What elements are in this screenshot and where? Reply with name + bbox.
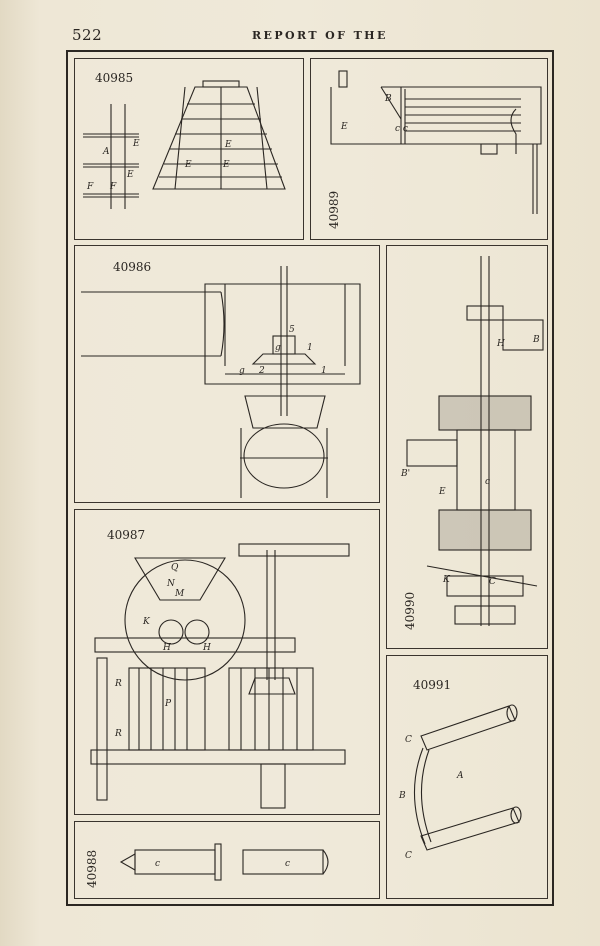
figure-40991-label-c2: C (405, 851, 412, 861)
figure-40989-label-e: E (340, 122, 348, 132)
figure-40991-label-b: B (398, 791, 406, 801)
figure-40986-number: 40986 (113, 260, 152, 274)
figure-40988-drawing: c c (119, 843, 329, 881)
figure-40990-label-c2: C (489, 577, 496, 587)
figure-40990-label-e: E (438, 487, 446, 497)
figure-40990-label-h: H (496, 339, 505, 349)
figure-40990-label-b: B (532, 335, 540, 345)
figure-40987-label-q: Q (171, 563, 179, 573)
figure-40985-label-e5: E (184, 160, 192, 170)
figure-40987-number: 40987 (107, 528, 146, 542)
figure-40988-label-c2: c (285, 859, 290, 869)
figure-40985-label-f2: F (109, 182, 117, 192)
figure-40991-drawing: C A B C (398, 704, 522, 861)
page-number: 522 (72, 26, 103, 44)
figure-40987-label-m: M (174, 589, 185, 599)
figure-40989-panel: E B c c 40989 (310, 58, 548, 240)
figure-40990-label-b2: B' (400, 469, 410, 479)
figure-40986-label-5: 5 (289, 325, 295, 335)
figure-40991-panel: 40991 C A B C (386, 655, 548, 899)
figure-40985-label-e1: E (132, 139, 140, 149)
figure-40985-label-e4: E (222, 160, 230, 170)
figure-40985-label-f1: F (86, 182, 94, 192)
figure-40987-label-r1: R (114, 679, 122, 689)
figure-40986-label-1b: 1 (321, 366, 327, 376)
figure-40990-number: 40990 (403, 591, 417, 630)
figure-40985-label-e2: E (126, 170, 134, 180)
figure-40987-label-n: N (166, 579, 176, 589)
figure-40987-label-p: P (164, 699, 172, 709)
figure-40985-label-a: A (102, 147, 110, 157)
figure-40986-panel: 40986 5 g g 2 1 1 (74, 245, 380, 503)
figure-40987-label-r2: R (114, 729, 122, 739)
figure-40985-drawing: A E E F F E E E (83, 80, 286, 209)
figure-40986-label-g1: g (275, 343, 281, 353)
figure-40991-label-a: A (456, 771, 464, 781)
figure-40986-label-2: 2 (258, 366, 265, 376)
figure-40987-drawing: Q N M K H H R P R (90, 543, 350, 809)
figure-plate-frame (66, 50, 554, 906)
figure-40987-label-k: K (142, 617, 151, 627)
figure-40991-number: 40991 (413, 678, 452, 692)
figure-40989-number: 40989 (327, 190, 341, 229)
figure-40988-panel: c c 40988 (74, 821, 380, 899)
figure-40987-panel: 40987 Q (74, 509, 380, 815)
figure-40989-drawing: E B c c (330, 70, 542, 214)
figure-40985-label-e3: E (224, 140, 232, 150)
figure-40991-label-c1: C (405, 735, 412, 745)
figure-40988-number: 40988 (85, 849, 99, 888)
figure-40985-number: 40985 (95, 71, 134, 85)
figure-40985-panel: 40985 A E E F F E E E (74, 58, 304, 240)
figure-40988-label-c1: c (155, 859, 160, 869)
figure-40987-label-h1: H (162, 643, 171, 653)
figure-40987-label-h2: H (202, 643, 211, 653)
figure-40990-drawing: H B c B' E K C (400, 256, 544, 626)
figure-40990-label-k: K (442, 575, 451, 585)
figure-40986-drawing: 5 g g 2 1 1 (81, 266, 361, 498)
figure-40990-label-c1: c (485, 477, 490, 487)
figure-40990-panel: H B c B' E K C 40990 (386, 245, 548, 649)
figure-40989-label-cc: c c (395, 124, 408, 134)
figure-40986-label-1a: 1 (307, 343, 313, 353)
figure-40986-label-g2: g (239, 366, 245, 376)
figure-40989-label-b: B (384, 94, 392, 104)
page-header: REPORT OF THE (252, 29, 388, 42)
